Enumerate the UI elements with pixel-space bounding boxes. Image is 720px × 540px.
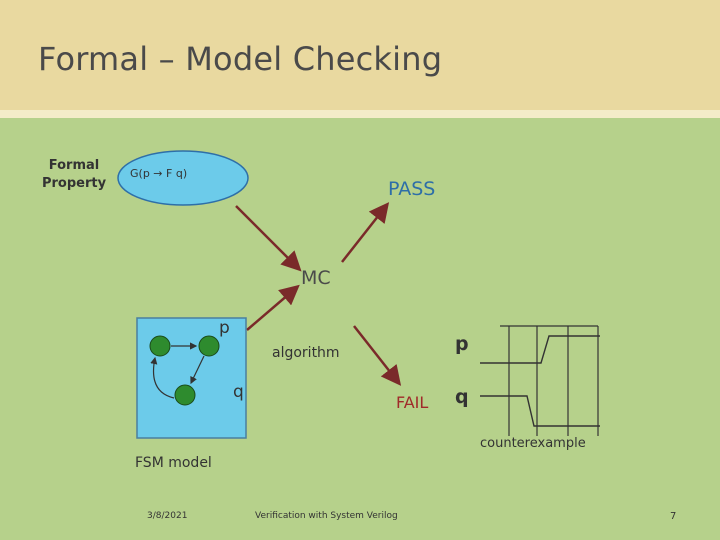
waveform-q [480, 395, 600, 427]
title-band [0, 0, 720, 118]
formula-ellipse [117, 150, 249, 206]
waveform-p [480, 335, 600, 364]
signal-p-label: p [455, 333, 469, 355]
pass-label: PASS [388, 178, 436, 200]
formal-property-label: Formal Property [34, 157, 114, 193]
fsm-state-left [149, 335, 171, 357]
signal-q-label: q [455, 386, 469, 408]
slide-content [0, 118, 720, 540]
fsm-edge-p-to-q [190, 355, 205, 385]
formal-property-line1: Formal [48, 158, 100, 173]
fsm-p-label: p [219, 318, 230, 338]
mc-label: MC [301, 267, 331, 289]
footer-date: 3/8/2021 [147, 511, 188, 521]
fsm-edge-q-to-left [150, 356, 175, 399]
page-number: 7 [670, 511, 677, 522]
fail-label: FAIL [396, 393, 429, 412]
algorithm-label: algorithm [272, 345, 340, 361]
slide-title: Formal – Model Checking [38, 40, 443, 78]
formal-property-line2: Property [41, 176, 107, 191]
footer-text: Verification with System Verilog [255, 511, 398, 521]
counterexample-label: counterexample [480, 436, 586, 451]
fsm-state-p [198, 335, 220, 357]
fsm-model-label: FSM model [135, 455, 212, 471]
fsm-state-q [174, 384, 196, 406]
arrow-mc-to-fail [353, 325, 402, 386]
arrow-formula-to-mc [235, 205, 302, 272]
formula-text: G(p → F q) [130, 167, 188, 180]
fsm-q-label: q [233, 382, 244, 402]
arrow-fsm-to-mc [246, 284, 300, 331]
arrow-mc-to-pass [341, 202, 390, 263]
